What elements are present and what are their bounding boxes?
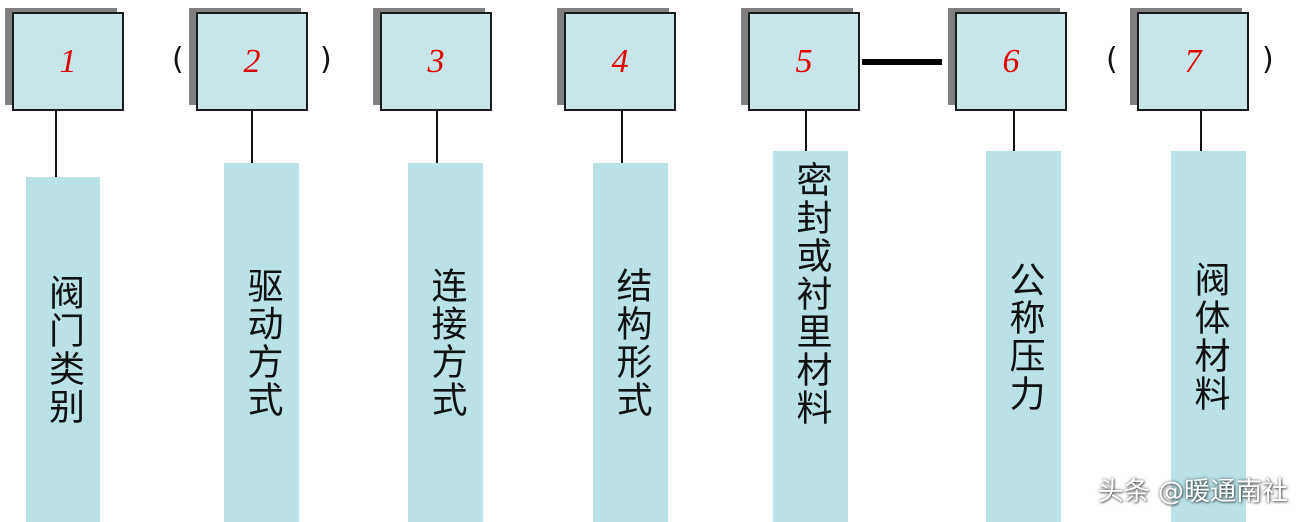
label-text-1: 阀门类别	[43, 273, 84, 426]
label-column-2: 驱动方式	[224, 163, 299, 522]
code-number-7: 7	[1184, 42, 1202, 80]
code-number-1: 1	[59, 42, 77, 80]
label-column-7: 阀体材料	[1171, 151, 1246, 522]
code-box-7: 7	[1137, 12, 1249, 111]
open-paren-7: (	[1106, 42, 1118, 77]
label-column-5: 密封或衬里材料	[773, 151, 848, 522]
code-box-1: 1	[12, 12, 124, 111]
code-number-6: 6	[1002, 42, 1020, 80]
code-number-3: 3	[427, 42, 445, 80]
code-box-4: 4	[564, 12, 676, 111]
close-paren-2: )	[320, 42, 332, 77]
connector-line-2	[251, 111, 253, 163]
label-column-6: 公称压力	[986, 151, 1061, 522]
label-column-3: 连接方式	[408, 163, 483, 522]
label-text-3: 连接方式	[425, 266, 467, 419]
label-text-6: 公称压力	[1003, 260, 1045, 413]
close-paren-7: )	[1262, 42, 1274, 77]
code-box-6: 6	[955, 12, 1067, 111]
code-number-5: 5	[795, 42, 813, 80]
code-box-5: 5	[748, 12, 860, 111]
connector-line-6	[1013, 111, 1015, 151]
label-text-7: 阀体材料	[1188, 260, 1230, 413]
watermark: 头条 @暖通南社	[1097, 477, 1288, 507]
label-text-4: 结构形式	[610, 266, 652, 419]
label-text-5: 密封或衬里材料	[790, 161, 832, 427]
label-column-1: 阀门类别	[26, 177, 100, 522]
connector-line-7	[1200, 111, 1202, 151]
connector-line-5	[805, 111, 807, 151]
connector-line-1	[55, 111, 57, 177]
connector-line-4	[621, 111, 623, 163]
code-number-4: 4	[611, 42, 629, 80]
code-number-2: 2	[243, 42, 261, 80]
open-paren-2: (	[172, 42, 184, 77]
connector-line-3	[436, 111, 438, 163]
code-box-3: 3	[380, 12, 492, 111]
label-text-2: 驱动方式	[241, 266, 283, 419]
code-box-2: 2	[196, 12, 308, 111]
dash-separator	[862, 59, 942, 65]
label-column-4: 结构形式	[593, 163, 668, 522]
